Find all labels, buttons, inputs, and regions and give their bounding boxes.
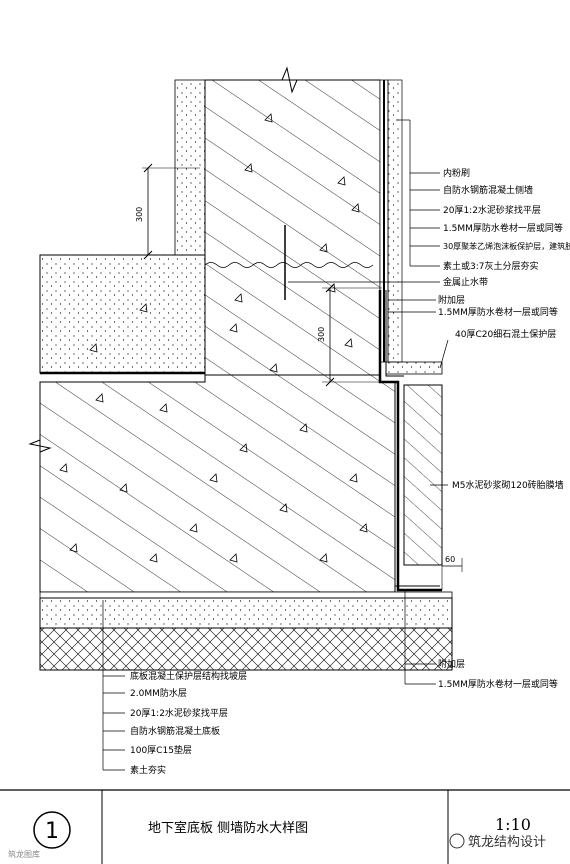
leaders-mid: [388, 299, 449, 486]
dimension-upper: 300: [135, 163, 200, 260]
label-backfill: 素土或3:7灰土分层夯实: [443, 260, 539, 272]
label-eps-board: 30厚聚苯乙烯泡沫板保护层，建筑胶粘贴: [443, 241, 570, 251]
aggregate-symbols: [59, 113, 368, 563]
drawing-title: 地下室底板 侧墙防水大样图: [148, 820, 308, 836]
label-rc-wall: 自防水钢筋混凝土侧墙: [443, 184, 533, 196]
labels-mid: 附加层 1.5MM厚防水卷材一层或同等 40厚C20细石混土保护层 M5水泥砂浆…: [438, 294, 564, 491]
label-c15-cushion: 100厚C15垫层: [130, 744, 192, 756]
watermark-logo-icon: [449, 833, 465, 849]
label-protection-layer: 底板混凝土保护层结构找坡层: [130, 670, 247, 682]
inner-plaster-strip: [174, 79, 206, 256]
drawing-scale: 1:10: [495, 815, 531, 834]
label-additional-layer: 附加层: [438, 294, 465, 306]
label-compacted-soil: 素土夯实: [130, 764, 166, 776]
label-membrane: 1.5MM厚防水卷材一层或同等: [443, 222, 563, 234]
dimension-step: 60: [441, 555, 463, 590]
label-membrane-mid: 1.5MM厚防水卷材一层或同等: [438, 306, 558, 318]
dim-step-label: 60: [445, 555, 455, 564]
label-inner-plaster: 内粉刷: [443, 167, 470, 179]
labels-bottom-left: 底板混凝土保护层结构找坡层 2.0MM防水层 20厚1:2水泥砂浆找平层 自防水…: [130, 670, 247, 776]
dim-lower-label: 300: [317, 327, 326, 342]
watermark-main: 筑龙结构设计: [468, 834, 546, 850]
leaders-bottom-right: [404, 590, 436, 685]
label-brick-wall: M5水泥砂浆砌120砖胎膜墙: [452, 479, 564, 491]
watermark: 筑龙结构设计 筑龙图库: [8, 833, 546, 859]
detail-number: 1: [45, 819, 59, 844]
labels-right: 内粉刷 自防水钢筋混凝土侧墙 20厚1:2水泥砂浆找平层 1.5MM厚防水卷材一…: [443, 167, 570, 288]
detail-number-circle: [33, 811, 71, 849]
floor-finish-block: [39, 254, 206, 375]
break-symbols: [28, 66, 318, 462]
dimension-lower: 300: [317, 283, 382, 387]
label-leveling-layer: 20厚1:2水泥砂浆找平层: [443, 204, 541, 216]
label-leveling-bottom: 20厚1:2水泥砂浆找平层: [130, 707, 228, 719]
brick-mold-wall: [403, 384, 443, 566]
label-protection-slab: 40厚C20细石混土保护层: [455, 328, 556, 340]
leaders-bottom-left: [102, 600, 125, 771]
title-block: 1 地下室底板 侧墙防水大样图 1:10: [0, 789, 570, 864]
membrane-lines: [205, 290, 442, 592]
bottom-layers: [39, 591, 453, 671]
labels-bottom-right: 附加层 1.5MM厚防水卷材一层或同等: [438, 658, 558, 690]
label-additional-layer-bottom: 附加层: [438, 658, 465, 670]
label-waterproof-2mm: 2.0MM防水层: [130, 687, 187, 699]
leaders-right: [288, 119, 440, 283]
label-water-stop: 金属止水带: [443, 276, 488, 288]
watermark-left: 筑龙图库: [8, 849, 40, 859]
dim-upper-label: 300: [135, 207, 144, 222]
label-membrane-bottom: 1.5MM厚防水卷材一层或同等: [438, 678, 558, 690]
label-rc-slab: 自防水钢筋混凝土底板: [130, 725, 220, 737]
exterior-waterproof-layers: [379, 79, 403, 363]
water-stop-line: [204, 225, 374, 300]
protection-slab-c20: [385, 361, 443, 375]
